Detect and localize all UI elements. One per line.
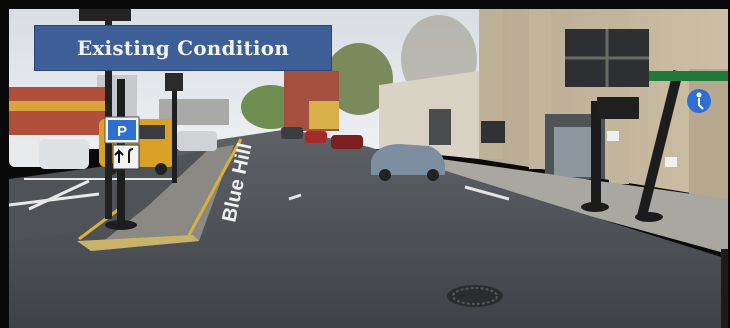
street-photo: Blue Hill	[9, 9, 728, 328]
street-name-sign	[649, 71, 728, 81]
pedestrian-signal	[597, 97, 639, 119]
storefront-awning	[9, 101, 109, 111]
parking-sign-letter: P	[117, 123, 127, 140]
signal-pole	[172, 73, 177, 183]
parked-car	[281, 127, 303, 139]
light-pole	[105, 9, 112, 219]
traffic-signal-pole	[591, 101, 601, 209]
caption-banner: Existing Condition	[34, 25, 332, 71]
entrance-glass	[554, 127, 594, 177]
caption-title: Existing Condition	[76, 36, 290, 60]
yellow-centerline	[187, 138, 243, 236]
small-sign	[665, 157, 677, 167]
turn-restriction-sign	[112, 144, 140, 170]
street-pole	[637, 70, 683, 218]
parked-sedan	[371, 144, 445, 175]
parked-car	[177, 131, 217, 151]
building-wall	[689, 69, 728, 199]
parked-car	[39, 139, 89, 169]
street-scene-illustration: Blue Hill	[9, 9, 728, 328]
curb-yellow	[77, 235, 199, 251]
parked-car	[331, 135, 363, 149]
tree	[325, 43, 393, 115]
edge-post	[721, 249, 728, 328]
small-sign	[607, 131, 619, 141]
building-door	[429, 109, 451, 145]
storefront-yellow	[309, 101, 339, 129]
manhole-cover	[447, 285, 503, 307]
building-window	[481, 121, 505, 143]
parked-car	[305, 131, 327, 143]
